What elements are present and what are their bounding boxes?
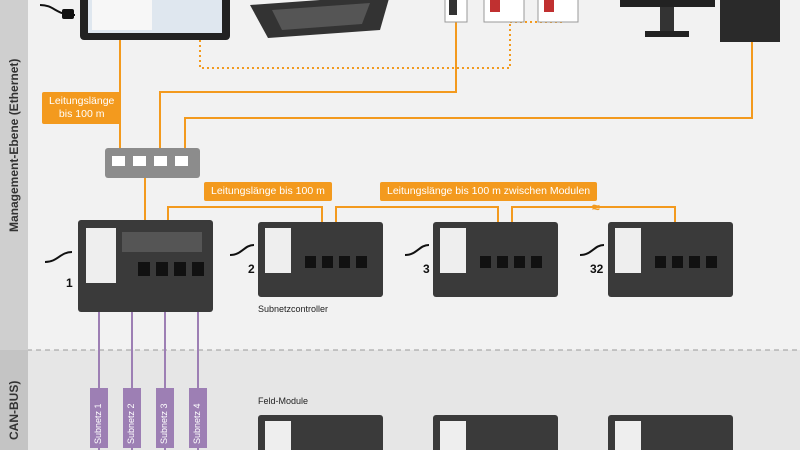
management-level-label: Management-Ebene (Ethernet) xyxy=(7,58,21,232)
cable-length-tag-2: Leitungslänge bis 100 m zwischen Modulen xyxy=(380,182,598,202)
network-switch-icon xyxy=(105,148,200,178)
subnet-tag: Subnetz 2 xyxy=(123,388,141,448)
power-plug-icon xyxy=(44,244,605,263)
controller-module-1 xyxy=(78,220,213,312)
field-modules-row xyxy=(258,415,733,450)
controller-number: 32 xyxy=(590,262,604,276)
field-module-displays xyxy=(265,421,641,450)
laptop-icon xyxy=(250,0,389,38)
controller-module-3 xyxy=(433,222,558,297)
cable-length-tag-vertical: Leitungslänge bis 100 m xyxy=(42,92,122,125)
controller-number: 1 xyxy=(66,276,73,290)
can-side-band xyxy=(0,350,28,450)
subnet-controller-label: Subnetzcontroller xyxy=(258,304,329,314)
can-bus-label: CAN-BUS) xyxy=(7,380,21,440)
controller-module-32 xyxy=(608,222,733,297)
subnet-tag: Subnetz 3 xyxy=(156,388,174,448)
subnet-tag: Subnetz 1 xyxy=(90,388,108,448)
controller-number: 2 xyxy=(248,262,255,276)
desktop-computer-icon xyxy=(620,0,780,42)
subnet-tag: Subnetz 4 xyxy=(189,388,207,448)
ethernet-cables xyxy=(119,21,753,226)
touch-panel-icon xyxy=(80,0,230,40)
controller-number: 3 xyxy=(423,262,430,276)
cable-length-tag-1: Leitungslänge bis 100 m xyxy=(204,182,332,202)
meter-icon xyxy=(444,0,579,23)
break-mark: ≈ xyxy=(592,199,600,215)
management-side-band xyxy=(0,0,28,350)
power-plug-icon xyxy=(39,4,76,19)
field-modules-label: Feld-Module xyxy=(258,396,309,406)
controller-module-2 xyxy=(258,222,383,297)
